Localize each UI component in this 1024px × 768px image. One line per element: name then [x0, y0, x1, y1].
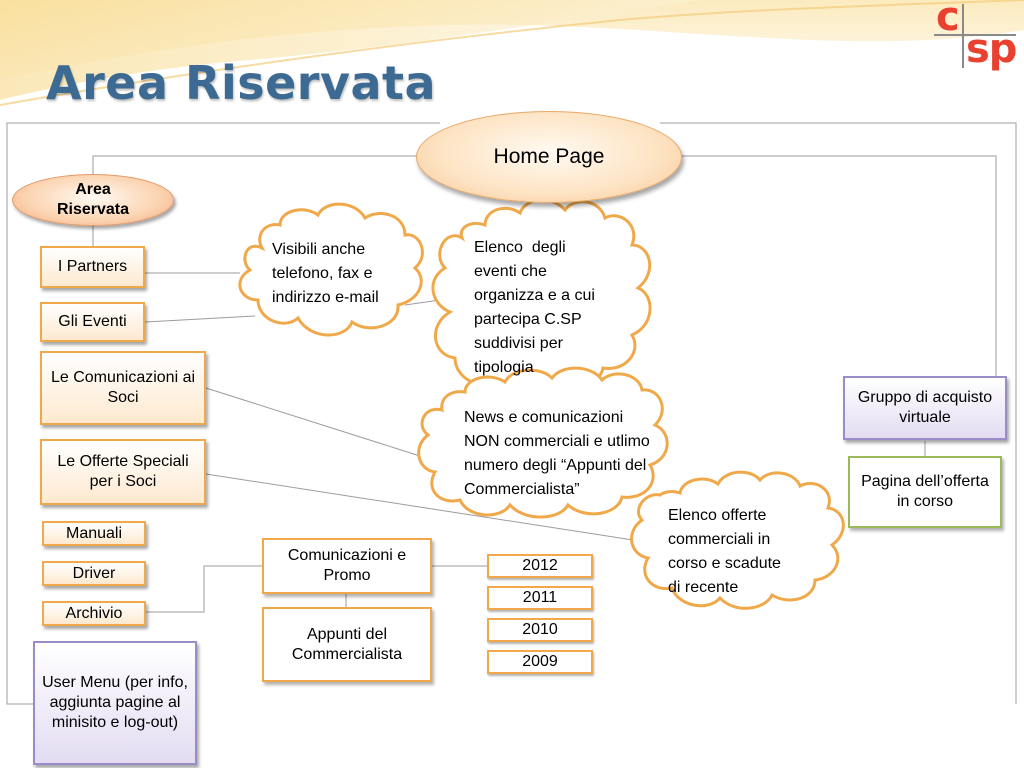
csp-logo: c sp: [928, 0, 1024, 78]
comunicazioni-promo-label: Comunicazioni e Promo: [287, 547, 407, 584]
cloud-line: Commercialista”: [464, 481, 580, 498]
cloud-line: numero degli “Appunti del: [464, 457, 647, 474]
cloud-line: corso e scadute: [668, 555, 781, 572]
cloud-offerte-text: Elenco offerte commerciali in corso e sc…: [668, 504, 781, 600]
i-partners-box[interactable]: I Partners: [40, 246, 145, 288]
year-label: 2011: [522, 589, 558, 606]
manuali-label: Manuali: [65, 524, 123, 542]
cloud-offerte: [630, 470, 845, 610]
area-riservata-label-line2: Riservata: [56, 201, 130, 218]
cloud-partners: [238, 202, 424, 337]
cloud-partners-text: Visibili anche telefono, fax e indirizzo…: [272, 238, 379, 310]
cloud-eventi-text: Elenco degli eventi che organizza e a cu…: [474, 236, 595, 380]
offerte-speciali-label: Le Offerte Speciali per i Soci: [57, 453, 189, 490]
comunicazioni-promo-box[interactable]: Comunicazioni e Promo: [262, 538, 432, 594]
cloud-line: eventi che: [474, 263, 547, 280]
comunicazioni-soci-label: Le Comunicazioni ai Soci: [50, 369, 196, 406]
archivio-label: Archivio: [65, 604, 123, 622]
area-riservata-label-line1: Area: [75, 181, 111, 198]
gli-eventi-box[interactable]: Gli Eventi: [40, 302, 145, 342]
cloud-line: Visibili anche: [272, 241, 366, 258]
cloud-line: partecipa C.SP: [474, 311, 582, 328]
year-2012-box[interactable]: 2012: [487, 554, 593, 578]
connector-eventi-cloud2: [404, 299, 441, 306]
cloud-line: News e comunicazioni: [464, 409, 624, 426]
header-wave-front: [0, 0, 700, 100]
driver-label: Driver: [72, 564, 116, 582]
manuali-box[interactable]: Manuali: [42, 521, 146, 546]
appunti-commercialista-box[interactable]: Appunti del Commercialista: [262, 607, 432, 682]
appunti-commercialista-label: Appunti del Commercialista: [291, 625, 403, 663]
connector-eventi-cloud: [144, 315, 256, 323]
cloud-line: organizza e a cui: [474, 287, 595, 304]
page-title: Area Riservata: [46, 56, 437, 110]
connector-home-area: [92, 155, 418, 178]
cloud-line: telefono, fax e: [272, 265, 373, 282]
outer-frame-right: [660, 122, 1017, 704]
pagina-offerta-box[interactable]: Pagina dell’offerta in corso: [848, 456, 1002, 528]
cloud-news-text: News e comunicazioni NON commerciali e u…: [464, 406, 650, 502]
cloud-line: indirizzo e-mail: [272, 289, 379, 306]
comunicazioni-soci-box[interactable]: Le Comunicazioni ai Soci: [40, 351, 206, 425]
cloud-line: Elenco degli: [474, 239, 566, 256]
user-menu-label: User Menu (per info, aggiunta pagine al …: [42, 674, 188, 731]
cloud-line: commerciali in: [668, 531, 771, 548]
driver-box[interactable]: Driver: [42, 561, 146, 586]
home-page-label: Home Page: [493, 145, 605, 168]
cloud-line: NON commerciali e utlimo: [464, 433, 650, 450]
year-2010-box[interactable]: 2010: [487, 618, 593, 642]
logo-c: c: [936, 0, 960, 40]
year-2011-box[interactable]: 2011: [487, 586, 593, 610]
cloud-line: tipologia: [474, 359, 534, 376]
i-partners-label: I Partners: [57, 258, 128, 275]
cloud-line: di recente: [668, 579, 739, 596]
cloud-line: Elenco offerte: [668, 507, 767, 524]
gli-eventi-label: Gli Eventi: [58, 313, 127, 330]
gruppo-acquisto-box[interactable]: Gruppo di acquisto virtuale: [843, 376, 1007, 440]
user-menu-box[interactable]: User Menu (per info, aggiunta pagine al …: [33, 641, 197, 765]
year-label: 2009: [522, 653, 558, 670]
header-wave-line: [0, 0, 1024, 106]
cloud-news: [417, 366, 669, 519]
logo-cross-vertical: [962, 4, 964, 68]
year-2009-box[interactable]: 2009: [487, 650, 593, 674]
logo-sp: sp: [966, 26, 1017, 72]
pagina-offerta-label: Pagina dell’offerta in corso: [861, 473, 989, 510]
outer-frame-line: [6, 122, 440, 705]
home-page-node[interactable]: Home Page: [416, 111, 682, 203]
logo-cross-horizontal: [934, 34, 1016, 36]
year-label: 2012: [522, 557, 558, 574]
connector-home-gruppo: [680, 155, 997, 376]
connector-comunicazioni-news: [205, 387, 421, 457]
cloud-line: suddivisi per: [474, 335, 563, 352]
connector-archivio-promo: [146, 565, 262, 613]
year-label: 2010: [522, 621, 558, 638]
gruppo-acquisto-label: Gruppo di acquisto virtuale: [857, 389, 993, 426]
archivio-box[interactable]: Archivio: [42, 601, 146, 626]
offerte-speciali-box[interactable]: Le Offerte Speciali per i Soci: [40, 439, 206, 505]
connector-offerte-cloud: [205, 473, 634, 541]
